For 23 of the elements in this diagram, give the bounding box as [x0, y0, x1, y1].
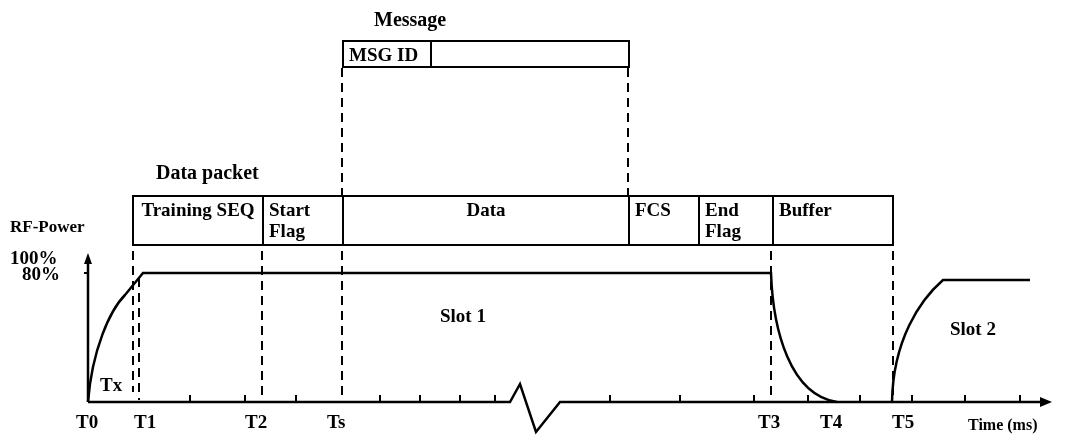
time-label: T3 — [758, 411, 781, 432]
axis-label: Time (ms) — [968, 415, 1038, 435]
time-label: T0 — [76, 411, 99, 432]
time-label: T5 — [892, 411, 915, 432]
slot-label: Slot 1 — [440, 305, 486, 326]
frame-heading: Data packet — [156, 161, 259, 184]
projection-line — [627, 67, 629, 198]
field-label: Training SEQ — [134, 197, 264, 244]
field-label: Data — [344, 197, 630, 244]
field-label: FCS — [630, 197, 700, 244]
axis-label: RF-Power — [10, 216, 85, 237]
time-label: T4 — [820, 411, 843, 432]
time-label: T2 — [245, 411, 268, 432]
frame-heading: Message — [374, 8, 447, 31]
time-label: T1 — [134, 411, 157, 432]
field-label: End Flag — [700, 197, 774, 244]
field-label: Buffer — [774, 197, 892, 244]
projection-line — [341, 67, 343, 198]
time-label: Ts — [327, 411, 346, 432]
slot-label: Slot 2 — [950, 318, 996, 339]
field-label: Start Flag — [264, 197, 344, 244]
field-label: MSG ID — [344, 42, 432, 66]
marker-label: Tx — [100, 374, 123, 395]
